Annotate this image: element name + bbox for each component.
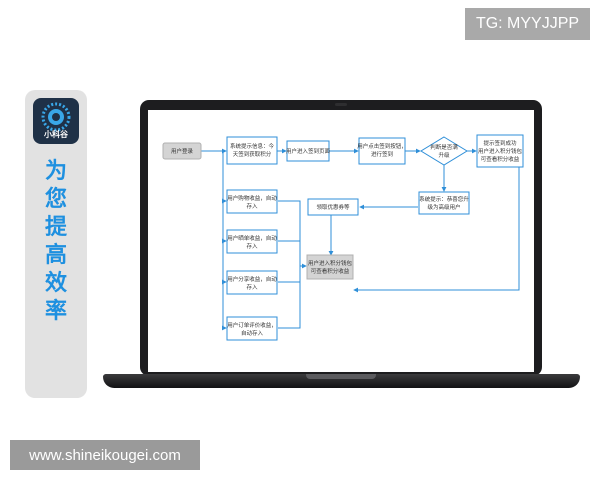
slogan-char: 率 <box>44 299 67 324</box>
laptop-base <box>103 374 580 388</box>
checkin-success-node: 提示签到成功 用户进入积分钱包 可查看积分收益 <box>476 134 524 168</box>
svg-text:进行签到: 进行签到 <box>371 150 393 158</box>
slogan: 为 您 提 高 效 率 <box>25 158 87 326</box>
svg-text:存入: 存入 <box>246 242 258 250</box>
share-income-node: 用户分享收益，自动 存入 <box>226 270 278 295</box>
svg-text:存入: 存入 <box>246 202 258 210</box>
svg-text:用户进入签到页面: 用户进入签到页面 <box>286 147 331 155</box>
svg-text:领取优惠券等: 领取优惠券等 <box>316 203 350 211</box>
svg-text:系统提示：恭喜您升: 系统提示：恭喜您升 <box>419 195 469 203</box>
svg-text:升级: 升级 <box>438 151 450 159</box>
claim-coupon-node: 领取优惠券等 <box>307 198 359 216</box>
slogan-char: 效 <box>44 271 67 296</box>
laptop-mockup: 用户登录 系统提示信息：今 天签到获取积分 用户进入签到页面 用户点击签到按钮，… <box>140 100 542 376</box>
svg-text:系统提示信息：今: 系统提示信息：今 <box>230 142 275 150</box>
slogan-char: 您 <box>44 187 67 212</box>
click-checkin-node: 用户点击签到按钮， 进行签到 <box>357 137 407 165</box>
sales-income-node: 用户晒单收益，自动 存入 <box>226 229 278 254</box>
svg-text:用户订单评价收益，: 用户订单评价收益， <box>227 321 277 329</box>
upgrade-notice-node: 系统提示：恭喜您升 级为高级用户 <box>418 191 470 215</box>
svg-text:用户购物收益，自动: 用户购物收益，自动 <box>227 194 277 202</box>
start-node: 用户登录 <box>162 142 202 160</box>
gear-icon <box>41 102 71 132</box>
svg-text:用户晒单收益，自动: 用户晒单收益，自动 <box>227 234 277 242</box>
svg-text:判断是否满: 判断是否满 <box>430 143 458 151</box>
upgrade-decision-node: 判断是否满 升级 <box>420 136 468 166</box>
laptop-screen: 用户登录 系统提示信息：今 天签到获取积分 用户进入签到页面 用户点击签到按钮，… <box>148 110 534 372</box>
flowchart: 用户登录 系统提示信息：今 天签到获取积分 用户进入签到页面 用户点击签到按钮，… <box>162 134 524 341</box>
svg-text:提示签到成功: 提示签到成功 <box>483 139 517 147</box>
slogan-char: 提 <box>44 215 67 240</box>
camera-icon <box>335 103 347 106</box>
svg-text:可查看积分收益: 可查看积分收益 <box>481 155 520 163</box>
tg-handle-badge: TG: MYYJJPP <box>465 8 590 40</box>
svg-text:用户进入积分钱包: 用户进入积分钱包 <box>478 147 523 155</box>
side-branding-panel: 小科谷 为 您 提 高 效 率 <box>25 90 87 398</box>
svg-text:级为高级用户: 级为高级用户 <box>427 203 460 211</box>
review-income-node: 用户订单评价收益， 自动存入 <box>226 316 278 341</box>
points-wallet-node: 用户进入积分钱包 可查看积分收益 <box>306 254 354 280</box>
website-url-badge: www.shineikougei.com <box>10 440 200 470</box>
laptop-notch <box>306 374 376 379</box>
checkin-page-node: 用户进入签到页面 <box>286 140 331 162</box>
slogan-char: 高 <box>44 243 67 268</box>
svg-text:用户点击签到按钮，: 用户点击签到按钮， <box>357 142 407 150</box>
system-prompt-node: 系统提示信息：今 天签到获取积分 <box>226 136 278 165</box>
svg-text:用户登录: 用户登录 <box>171 147 194 155</box>
svg-text:用户进入积分钱包: 用户进入积分钱包 <box>308 259 353 267</box>
logo-name: 小科谷 <box>44 130 68 139</box>
app-logo: 小科谷 <box>33 98 79 144</box>
svg-text:自动存入: 自动存入 <box>241 329 264 337</box>
purchase-income-node: 用户购物收益，自动 存入 <box>226 189 278 214</box>
svg-text:存入: 存入 <box>246 283 258 291</box>
svg-text:可查看积分收益: 可查看积分收益 <box>311 267 350 275</box>
svg-text:天签到获取积分: 天签到获取积分 <box>233 150 272 158</box>
slogan-char: 为 <box>44 159 67 184</box>
svg-text:用户分享收益，自动: 用户分享收益，自动 <box>227 275 277 283</box>
